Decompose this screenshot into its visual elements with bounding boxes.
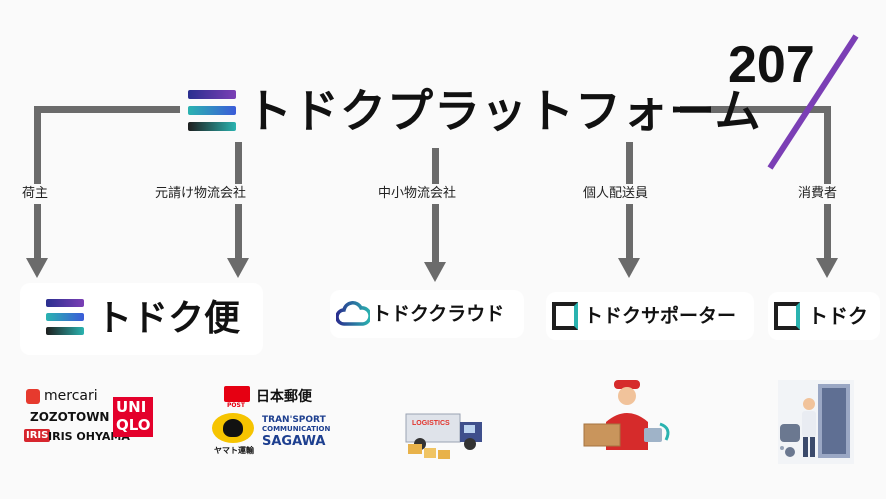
partner-logo-zozotown: ZOZOTOWN	[30, 410, 110, 424]
square-bracket-icon	[774, 302, 800, 330]
partner-logo-uniqlo: UNI QLO	[113, 397, 153, 437]
arrow-down-icon	[816, 258, 838, 278]
arrow-down-icon	[424, 262, 446, 282]
product-name: トドク便	[96, 298, 241, 339]
arrow-down-icon	[618, 258, 640, 278]
connector-line-right	[680, 106, 831, 113]
square-bracket-icon	[552, 302, 578, 330]
arrow-down-icon	[227, 258, 249, 278]
category-label-small-logistics: 中小物流会社	[375, 184, 460, 204]
connector-line-left	[34, 106, 180, 113]
connector-stem-5	[824, 106, 831, 260]
partner-logo-japan-post: POST 日本郵便	[224, 386, 324, 410]
product-card-todoku-bin[interactable]: トドク便	[20, 283, 263, 355]
page-title: トドクプラットフォーム	[246, 84, 762, 138]
connector-stem-3	[432, 148, 439, 264]
connector-stem-1	[34, 106, 41, 260]
partner-logo-sagawa: TRAN'SPORT COMMUNICATION SAGAWA	[262, 415, 331, 449]
category-label-shipper: 荷主	[19, 184, 52, 204]
category-label-consumer: 消費者	[795, 184, 841, 204]
category-label-prime-logistics: 元請け物流会社	[152, 184, 250, 204]
svg-text:207: 207	[728, 36, 815, 94]
product-name: トドクサポーター	[584, 305, 737, 327]
partner-logo-mercari: mercari	[26, 388, 106, 406]
category-label-driver: 個人配送員	[580, 184, 652, 204]
platform-logo-icon	[188, 90, 238, 132]
product-name: トドク	[808, 304, 868, 328]
product-name: トドククラウド	[372, 303, 505, 325]
cloud-icon	[336, 301, 370, 326]
product-card-todoku[interactable]: トドク	[768, 292, 880, 340]
logistics-truck-illustration: LOGISTICS	[405, 413, 482, 459]
consumer-door-illustration	[778, 380, 854, 464]
delivery-person-illustration	[583, 380, 670, 450]
year-logo: 207	[726, 32, 866, 172]
product-card-todoku-supporter[interactable]: トドクサポーター	[546, 292, 754, 340]
product-card-todoku-cloud[interactable]: トドククラウド	[330, 290, 524, 338]
todoku-bin-logo-icon	[46, 299, 86, 339]
partner-logo-yamato: ヤマト運輸	[212, 413, 256, 455]
partner-logo-iris-ohyama: IRIS IRIS OHYAMA	[24, 429, 130, 443]
arrow-down-icon	[26, 258, 48, 278]
svg-text:LOGISTICS: LOGISTICS	[412, 420, 450, 427]
